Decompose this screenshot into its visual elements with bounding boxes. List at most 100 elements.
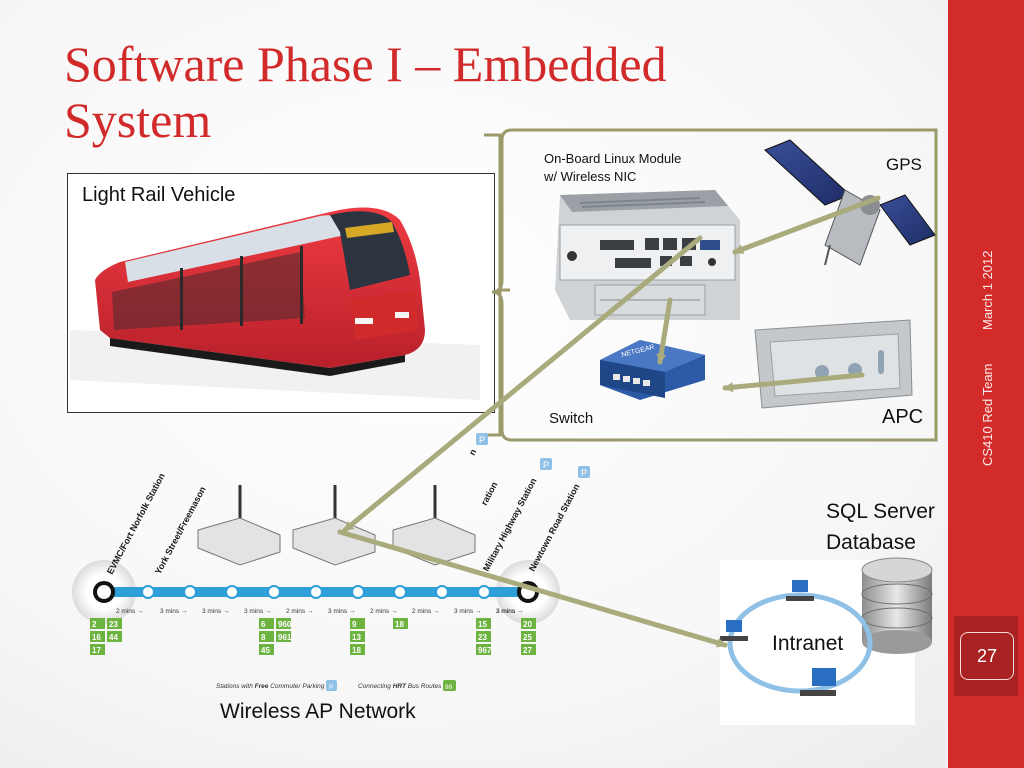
- route-badge-label: 27: [523, 646, 532, 655]
- onboard-module-label-line2: w/ Wireless NIC: [544, 169, 637, 184]
- route-badge: [476, 644, 491, 655]
- travel-time-label: 3 mins →: [328, 608, 355, 615]
- parking-marker: P: [476, 433, 488, 445]
- wireless-ap-network-label: Wireless AP Network: [220, 700, 416, 723]
- route-badge-label: 44: [109, 633, 118, 642]
- route-badge: [107, 631, 122, 642]
- route-badge-label: 18: [395, 620, 404, 629]
- route-badge-label: 967: [478, 646, 492, 655]
- route-badge-label: 6: [261, 620, 266, 629]
- route-badge: [350, 644, 365, 655]
- legend-parking-prefix: Stations with: [216, 683, 255, 690]
- database-icon: [861, 557, 933, 654]
- intranet-diagram: [720, 580, 873, 696]
- onboard-module-label: On-Board Linux Module: [544, 151, 682, 166]
- route-badge: [90, 618, 105, 629]
- route-badge: [521, 644, 536, 655]
- route-badge-label: 18: [352, 646, 361, 655]
- computer-icon: [786, 580, 814, 601]
- route-badge-label: 13: [352, 633, 361, 642]
- route-badge: [107, 618, 122, 629]
- apc-device-image: [754, 319, 913, 409]
- route-badge-label: 8: [261, 633, 266, 642]
- route-badge-label: 960: [278, 620, 292, 629]
- station-label: ration: [479, 480, 500, 507]
- parking-marker: P: [578, 466, 590, 478]
- station-label: EVMC/Fort Norfolk Station: [105, 471, 167, 575]
- route-badge: [276, 618, 291, 629]
- route-badge: [393, 618, 408, 629]
- travel-time-label: 3 mins →: [454, 608, 481, 615]
- travel-time-label: 3 mins →: [160, 608, 187, 615]
- sidebar-divider: [945, 0, 948, 768]
- legend-bus-prefix: Connecting: [358, 683, 393, 690]
- legend-bus-hrt: HRT: [393, 683, 407, 690]
- route-badge-label: 9: [352, 620, 357, 629]
- intranet-label: Intranet: [772, 632, 844, 655]
- svg-text:P: P: [581, 468, 587, 478]
- travel-time-label: 2 mins →: [370, 608, 397, 615]
- light-rail-vehicle-label: Light Rail Vehicle: [82, 184, 236, 206]
- svg-text:Stations with Free Commuter Pa: Stations with Free Commuter Parking: [216, 683, 325, 690]
- computer-icon: [720, 620, 748, 641]
- switch-label: Switch: [549, 410, 594, 427]
- route-badge-label: 20: [523, 620, 532, 629]
- route-badge-label: 16: [92, 633, 101, 642]
- route-badge: [90, 631, 105, 642]
- slide-title: Software Phase I – Embedded System: [64, 36, 667, 148]
- travel-time-label: 3 mins →: [244, 608, 271, 615]
- connection-arrows: [337, 195, 881, 648]
- route-badge: [350, 618, 365, 629]
- gps-label: GPS: [886, 155, 922, 174]
- travel-time-label: 2 mins: [496, 608, 516, 615]
- legend-bus-marker: 99: [445, 684, 453, 691]
- svg-text:P: P: [543, 460, 549, 470]
- route-badge-label: 17: [92, 646, 101, 655]
- station-label: Newtown Road Station: [527, 482, 582, 573]
- computer-icon: [800, 668, 836, 696]
- map-legend: Stations with Free Commuter Parking P Co…: [216, 680, 456, 691]
- route-badge: [259, 631, 274, 642]
- route-badge: [259, 618, 274, 629]
- route-badge-label: 23: [109, 620, 118, 629]
- network-switch-image: NETGEAR: [600, 340, 705, 400]
- travel-time-label: 2 mins →: [286, 608, 313, 615]
- svg-text:Connecting HRT Bus Routes: Connecting HRT Bus Routes: [358, 683, 442, 690]
- travel-time-label: 2 mins →: [116, 608, 143, 615]
- route-badge: [476, 631, 491, 642]
- route-badge-label: 45: [261, 646, 270, 655]
- onboard-linux-module-image: [555, 190, 740, 320]
- route-badge-label: 25: [523, 633, 532, 642]
- route-badge: [276, 631, 291, 642]
- route-badge: [476, 618, 491, 629]
- route-badge-label: 15: [478, 620, 487, 629]
- page-number-panel: [954, 616, 1018, 696]
- route-badge-label: 961: [278, 633, 292, 642]
- legend-parking-marker: P: [329, 684, 333, 691]
- route-badge: [350, 631, 365, 642]
- travel-time-label: 3 mins →: [202, 608, 229, 615]
- sql-database-label: Database: [826, 531, 916, 554]
- station-label: n: [467, 447, 478, 457]
- page-number: 27: [960, 632, 1014, 680]
- travel-time-label: 3 mins →: [496, 608, 523, 615]
- wireless-access-point-image: [292, 485, 376, 566]
- route-badge: [90, 644, 105, 655]
- legend-bus-suffix: Bus Routes: [406, 683, 442, 690]
- sql-server-label: SQL Server: [826, 500, 935, 523]
- travel-time-label: 2 mins →: [412, 608, 439, 615]
- light-rail-vehicle-image: [70, 207, 480, 400]
- legend-parking-suffix: Commuter Parking: [268, 683, 324, 690]
- apc-label: APC: [882, 406, 924, 428]
- svg-text:P: P: [479, 435, 485, 445]
- embedded-system-bracket: [484, 128, 938, 442]
- wireless-access-point-image: [197, 485, 281, 566]
- route-badge: [521, 618, 536, 629]
- route-badge: [259, 644, 274, 655]
- legend-parking-free: Free: [255, 683, 269, 690]
- gps-satellite-image: [764, 139, 936, 266]
- route-badge-label: 23: [478, 633, 487, 642]
- route-badge-label: 2: [92, 620, 97, 629]
- route-badge: [521, 631, 536, 642]
